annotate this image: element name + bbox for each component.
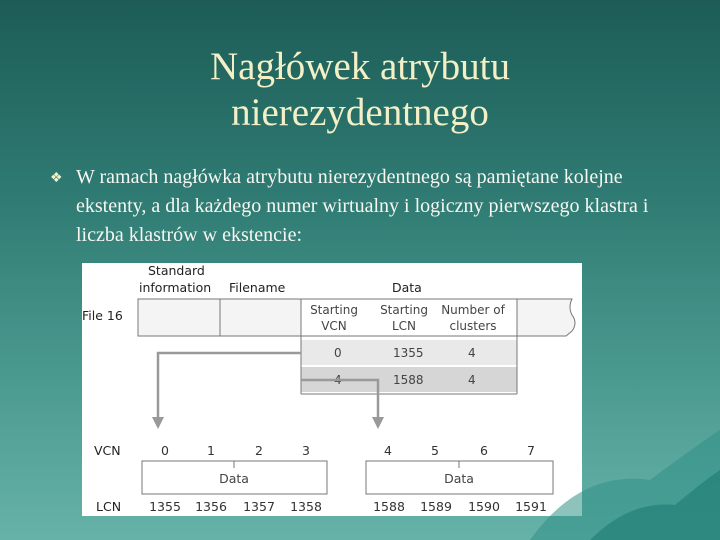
data-block-1-label: Data — [219, 471, 249, 486]
vcn-number: 3 — [302, 443, 310, 458]
data-block-2-label: Data — [444, 471, 474, 486]
run-1-count: 4 — [468, 346, 476, 360]
lcn-number: 1355 — [149, 499, 181, 514]
lcn-number: 1357 — [243, 499, 275, 514]
file-label: File 16 — [82, 308, 123, 323]
col-starting-lcn-line1: Starting — [380, 303, 428, 317]
col-number-of-clusters-line1: Number of — [441, 303, 505, 317]
arrow-run-2-head — [372, 417, 384, 429]
bullet-diamond-icon: ❖ — [50, 172, 63, 185]
vcn-number: 5 — [431, 443, 439, 458]
vcn-label: VCN — [94, 443, 121, 458]
header-information: information — [139, 280, 211, 295]
vcn-number: 2 — [255, 443, 263, 458]
vcn-number: 6 — [480, 443, 488, 458]
col-number-of-clusters-line2: clusters — [449, 319, 496, 333]
decorative-wave — [500, 410, 720, 540]
col-starting-lcn-line2: LCN — [392, 319, 416, 333]
lcn-number: 1589 — [420, 499, 452, 514]
lcn-number: 1588 — [373, 499, 405, 514]
lcn-number: 1356 — [195, 499, 227, 514]
arrow-run-1 — [158, 353, 301, 418]
title-line-2: nierezydentnego — [0, 90, 720, 136]
col-starting-vcn-line2: VCN — [321, 319, 347, 333]
slide-title: Nagłówek atrybutu nierezydentnego — [0, 44, 720, 136]
col-starting-vcn-line1: Starting — [310, 303, 358, 317]
vcn-number: 0 — [161, 443, 169, 458]
run-2-lcn: 1588 — [393, 373, 424, 387]
header-filename: Filename — [229, 280, 286, 295]
header-data: Data — [392, 280, 422, 295]
arrow-run-1-head — [152, 417, 164, 429]
title-line-1: Nagłówek atrybutu — [0, 44, 720, 90]
vcn-number: 1 — [207, 443, 215, 458]
vcn-number: 4 — [384, 443, 392, 458]
lcn-label: LCN — [96, 499, 121, 514]
header-standard: Standard — [148, 263, 205, 278]
lcn-number: 1590 — [468, 499, 500, 514]
bullet-text: W ramach nagłówka atrybutu nierezydentne… — [76, 163, 686, 250]
run-2-count: 4 — [468, 373, 476, 387]
run-1-lcn: 1355 — [393, 346, 424, 360]
lcn-number: 1358 — [290, 499, 322, 514]
run-1-vcn: 0 — [334, 346, 342, 360]
